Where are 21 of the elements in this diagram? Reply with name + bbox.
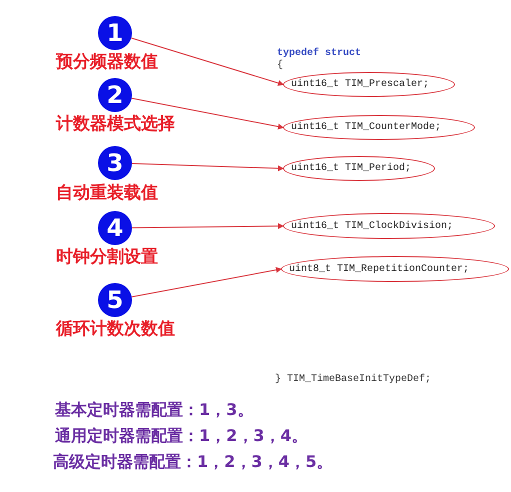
highlight-ellipse: uint16_t TIM_Period; bbox=[283, 156, 435, 181]
highlight-ellipse: uint16_t TIM_Prescaler; bbox=[283, 72, 455, 97]
highlight-ellipse: uint16_t TIM_ClockDivision; bbox=[283, 213, 495, 239]
note-text: 通用定时器需配置：1，2，3，4。 bbox=[55, 426, 308, 446]
arrow bbox=[132, 163, 284, 172]
note-text: 基本定时器需配置：1，3。 bbox=[55, 400, 254, 420]
caption-text: 预分频器数值 bbox=[56, 52, 158, 74]
arrow bbox=[131, 266, 282, 298]
note-text: 高级定时器需配置：1，2，3，4，5。 bbox=[53, 452, 333, 472]
code-line: } TIM_TimeBaseInitTypeDef; bbox=[275, 374, 432, 386]
code-line: { bbox=[277, 60, 284, 72]
arrow bbox=[132, 223, 284, 230]
arrow bbox=[130, 37, 284, 86]
highlight-ellipse: uint8_t TIM_RepetitionCounter; bbox=[281, 256, 509, 282]
highlight-ellipse: uint16_t TIM_CounterMode; bbox=[283, 115, 475, 140]
caption-text: 自动重装载值 bbox=[56, 183, 158, 204]
arrow bbox=[131, 98, 284, 130]
caption-text: 时钟分割设置 bbox=[56, 247, 158, 268]
caption-text: 循环计数次数值 bbox=[56, 319, 175, 340]
caption-text: 计数器模式选择 bbox=[56, 114, 175, 136]
code-line: typedef struct bbox=[277, 48, 362, 60]
